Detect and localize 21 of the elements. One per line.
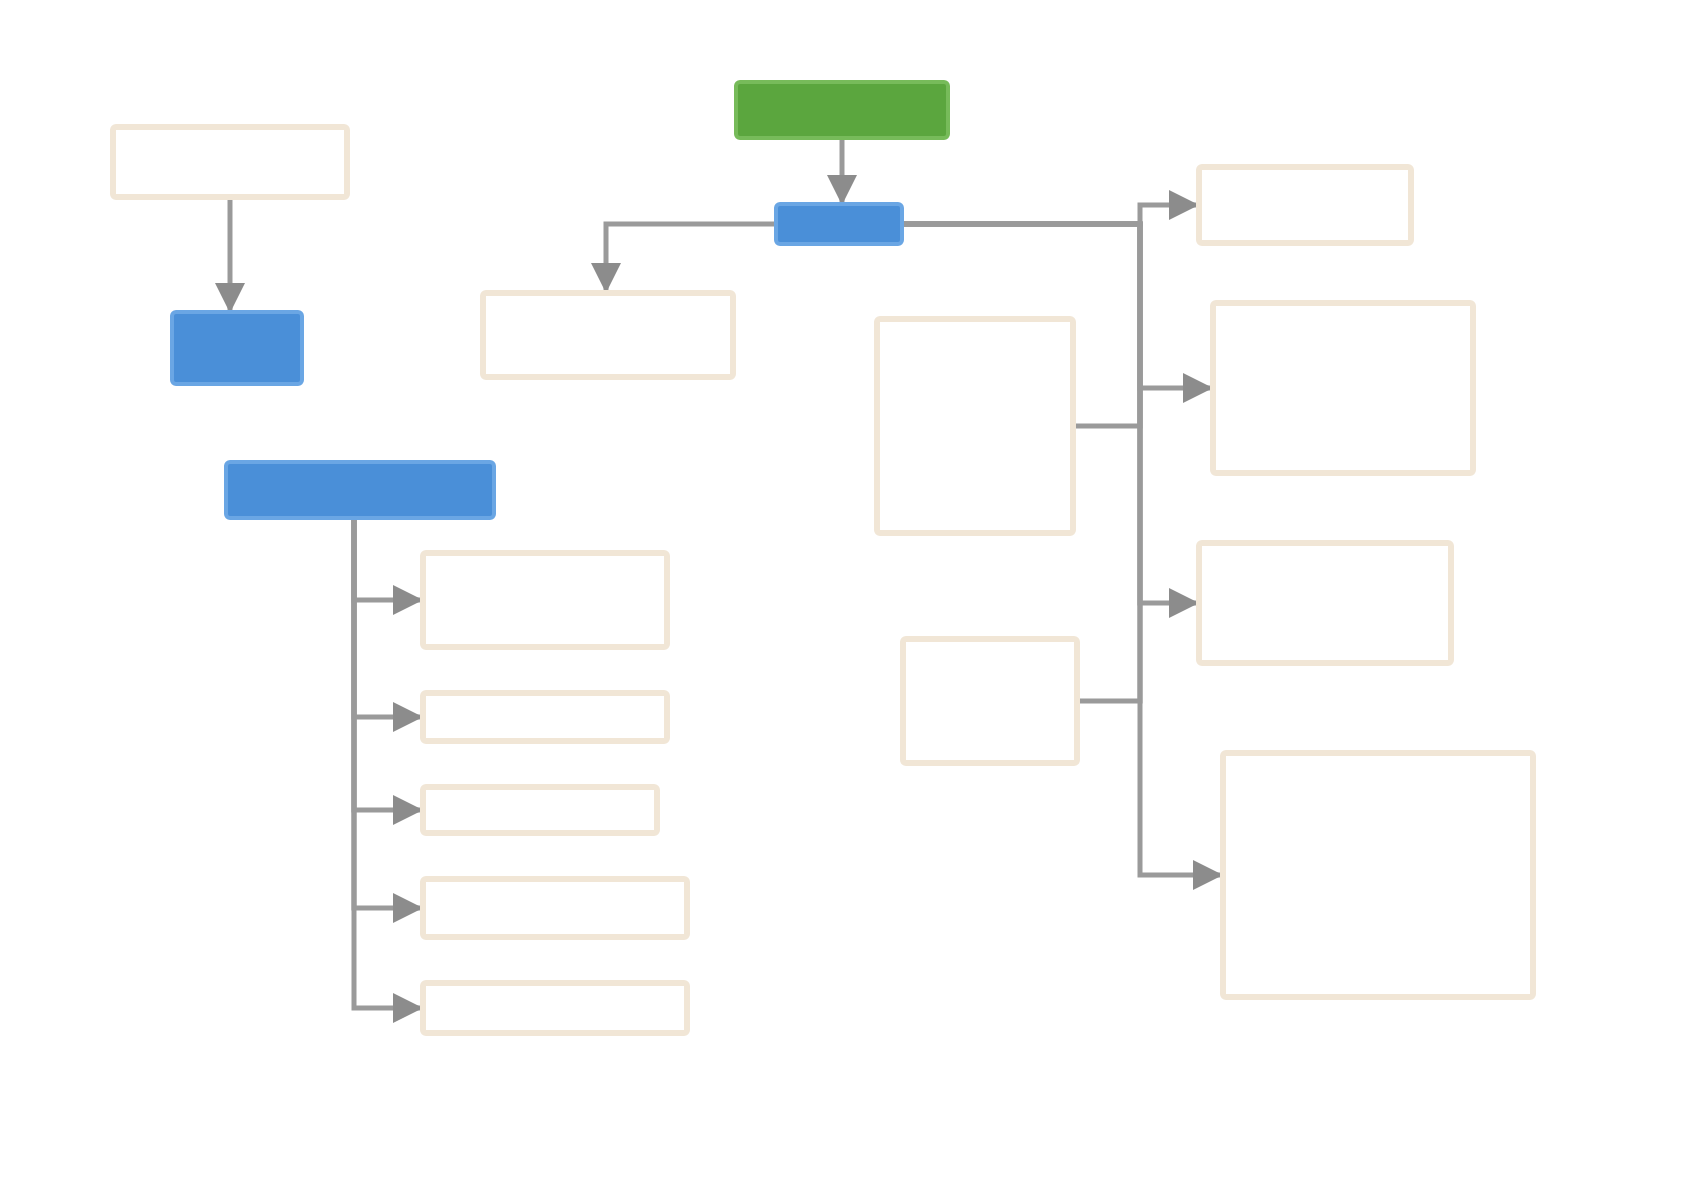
blank-card	[480, 290, 736, 380]
blank-header-box	[774, 202, 904, 246]
blank-card	[420, 980, 690, 1036]
blank-header-box	[224, 460, 496, 520]
blank-card	[110, 124, 350, 200]
connector-arrow	[215, 200, 245, 313]
connector-arrow	[351, 520, 423, 1023]
blank-card	[1220, 750, 1536, 1000]
blank-card	[1196, 164, 1414, 246]
connector-arrow	[827, 140, 857, 205]
blank-card	[420, 876, 690, 940]
blank-card	[900, 636, 1080, 766]
blank-card	[420, 550, 670, 650]
blank-header-box	[734, 80, 950, 140]
connector-arrow	[591, 221, 774, 293]
blank-card	[420, 690, 670, 744]
blank-card	[420, 784, 660, 836]
blank-card	[1210, 300, 1476, 476]
blank-card	[1196, 540, 1454, 666]
blank-card	[874, 316, 1076, 536]
blank-header-box	[170, 310, 304, 386]
